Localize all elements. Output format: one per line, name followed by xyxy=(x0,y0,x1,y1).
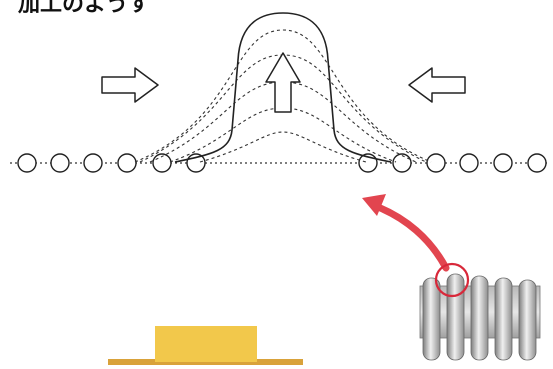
arrow-up-outline-icon xyxy=(265,52,301,113)
profile-dotted-1 xyxy=(199,131,367,163)
highlight-circle xyxy=(434,262,470,298)
final-solid-profile xyxy=(174,12,392,163)
particle-circle xyxy=(83,153,103,173)
particle-circle xyxy=(459,153,479,173)
right-particle-row xyxy=(358,153,547,173)
curved-red-arrow-icon xyxy=(374,203,450,272)
workpiece-block xyxy=(155,326,257,362)
curved-red-arrowhead xyxy=(362,194,386,216)
roller-rib xyxy=(518,279,537,361)
roller-rib xyxy=(494,277,513,361)
ribbed-roller-image xyxy=(419,262,541,361)
particle-circle xyxy=(493,153,513,173)
roller-rib xyxy=(446,273,465,361)
arrow-right-outline-icon xyxy=(101,67,159,103)
particle-circle xyxy=(17,153,37,173)
caption-heading: 加工のようす xyxy=(18,0,151,17)
particle-circle xyxy=(392,153,412,173)
roller-rib xyxy=(422,277,441,361)
particle-circle xyxy=(117,153,137,173)
particle-circle xyxy=(426,153,446,173)
particle-circle xyxy=(527,153,547,173)
arrow-left-outline-icon xyxy=(408,67,466,103)
profile-dotted-5 xyxy=(134,29,432,163)
particle-circle xyxy=(50,153,70,173)
roller-rib xyxy=(470,275,489,361)
